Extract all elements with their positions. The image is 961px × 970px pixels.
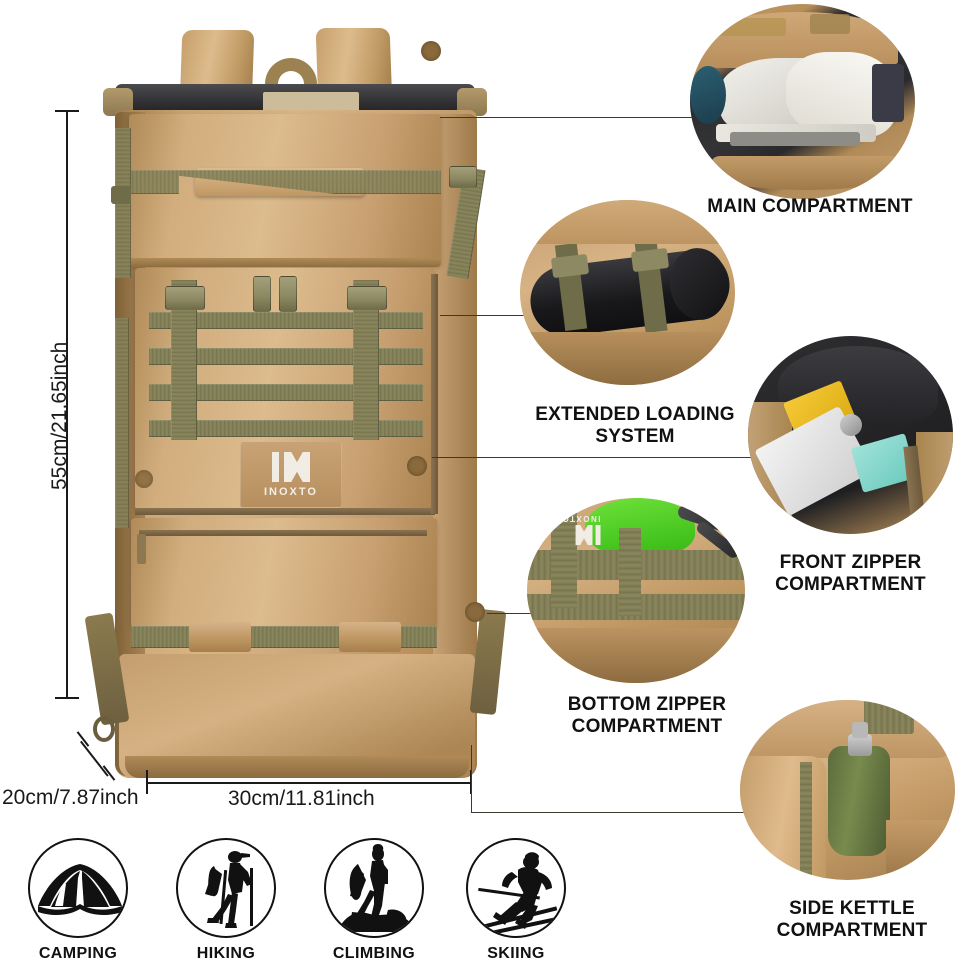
hiking-icon-ring <box>176 838 276 938</box>
activity-skiing: SKIING <box>462 838 570 963</box>
activity-climbing: CLIMBING <box>320 838 428 963</box>
left-side-strap-lower <box>115 318 129 528</box>
bottom-strap-tab-left <box>189 622 251 652</box>
bottom-strap-tab-right <box>339 622 401 652</box>
width-dimension-label: 30cm/11.81inch <box>228 787 375 810</box>
top-flap-bottom-edge <box>129 258 441 267</box>
camping-icon-ring <box>28 838 128 938</box>
skiing-icon-ring <box>466 838 566 938</box>
front-panel-zipper-side <box>431 274 438 514</box>
left-side-buckle <box>111 186 131 204</box>
activity-camping: CAMPING <box>24 838 132 963</box>
climber-on-rock-icon <box>336 844 416 932</box>
leader-line-main-compartment <box>440 117 700 118</box>
width-dimension-cap-left <box>146 770 148 794</box>
depth-dimension-label: 20cm/7.87inch <box>2 786 139 809</box>
camping-label: CAMPING <box>38 945 118 962</box>
side-strap-buckle <box>449 166 477 188</box>
leader-line-side-kettle-horizontal <box>471 812 801 813</box>
brand-logo-patch: INOXTO <box>240 442 342 508</box>
height-dimension-line <box>66 110 68 698</box>
ix-monogram-icon <box>272 452 310 482</box>
climbing-icon-ring <box>324 838 424 938</box>
front-panel-zipper <box>135 508 435 515</box>
molle-center-tab-right <box>279 276 297 312</box>
main-compartment-scene <box>690 4 915 199</box>
logo-bar-shape <box>272 452 279 482</box>
bottom-pocket-zipper-pull <box>137 534 146 564</box>
molle-buckle-right <box>347 286 387 310</box>
backpack-base-shadow <box>125 756 469 778</box>
molle-center-tab-left <box>253 276 271 312</box>
label-extended-loading-system: EXTENDED LOADING SYSTEM <box>535 404 735 448</box>
leader-line-bottom-zipper <box>487 613 559 614</box>
bottom-zipper-pocket <box>131 518 437 628</box>
photo-bottom-zipper-compartment: INOXTO <box>527 498 745 683</box>
activity-hiking: HIKING <box>172 838 280 963</box>
height-dimension-label: 55cm/21.65inch <box>48 341 71 490</box>
molle-buckle-left <box>165 286 205 310</box>
photo-extended-loading-system <box>520 200 735 385</box>
strap-clip-left <box>93 716 115 742</box>
callout-dot-bottom-zipper <box>465 602 485 622</box>
leader-line-extended-loading <box>440 315 558 316</box>
backpack-product-photo: INOXTO <box>84 18 507 783</box>
leader-line-side-kettle-vertical <box>471 745 472 813</box>
climbing-label: CLIMBING <box>332 945 416 962</box>
extended-loading-scene <box>520 200 735 385</box>
photo-front-zipper-compartment <box>748 336 953 534</box>
hiking-label: HIKING <box>196 945 256 962</box>
hiker-with-trekking-poles-icon <box>205 851 253 928</box>
top-trim-label-patch <box>263 92 359 114</box>
photo-side-kettle-compartment <box>740 700 955 880</box>
photo-main-compartment <box>690 4 915 199</box>
front-zipper-scene <box>748 336 953 534</box>
callout-dot-front-zipper <box>135 470 153 488</box>
brand-name: INOXTO <box>264 486 318 498</box>
label-bottom-zipper-compartment: BOTTOM ZIPPER COMPARTMENT <box>567 694 727 738</box>
bottom-zipper-scene: INOXTO <box>527 498 745 683</box>
label-front-zipper-compartment: FRONT ZIPPER COMPARTMENT <box>775 552 926 596</box>
height-dimension-cap-bottom <box>55 697 79 699</box>
width-dimension-line <box>146 782 472 784</box>
side-kettle-scene <box>740 700 955 880</box>
height-dimension-cap-top <box>55 110 79 112</box>
skiing-label: SKIING <box>487 945 545 962</box>
tent-icon <box>38 864 122 916</box>
callout-dot-main-compartment <box>421 41 441 61</box>
label-side-kettle-compartment: SIDE KETTLE COMPARTMENT <box>776 898 928 942</box>
logo-x-shape <box>284 452 310 482</box>
leader-line-front-zipper <box>432 457 762 458</box>
skier-icon <box>476 852 562 936</box>
callout-dot-extended-loading <box>407 456 427 476</box>
bottom-pocket-zipper <box>139 530 427 536</box>
